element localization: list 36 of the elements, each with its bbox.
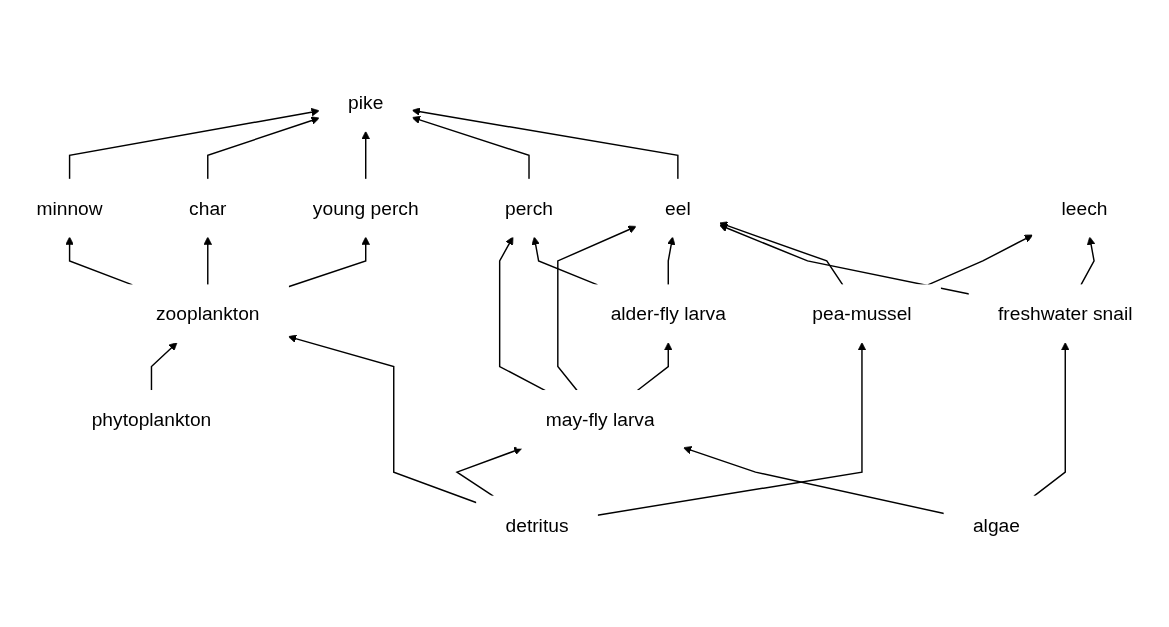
arrow bbox=[68, 107, 320, 180]
arrow bbox=[455, 446, 523, 497]
node-text: eel bbox=[665, 197, 691, 219]
arrow bbox=[1033, 341, 1070, 497]
arrow bbox=[411, 115, 530, 180]
node-text: minnow bbox=[36, 197, 103, 219]
node-text: young perch bbox=[312, 197, 419, 219]
arrow bbox=[203, 236, 212, 286]
arrow bbox=[667, 236, 676, 286]
arrow bbox=[498, 236, 547, 392]
node-text: zooplankton bbox=[155, 302, 260, 325]
arrow bbox=[636, 341, 673, 392]
arrow bbox=[557, 225, 637, 392]
node-text: freshwater snail bbox=[998, 302, 1133, 325]
arrow bbox=[683, 445, 945, 514]
arrow bbox=[207, 116, 320, 180]
arrow bbox=[1080, 236, 1096, 286]
arrow bbox=[288, 334, 478, 504]
node-text: pike bbox=[348, 91, 384, 113]
arrow bbox=[411, 107, 679, 180]
arrow bbox=[287, 236, 370, 288]
arrow bbox=[719, 223, 970, 295]
node-text: algae bbox=[972, 514, 1020, 536]
arrow bbox=[361, 130, 370, 180]
arrow bbox=[596, 341, 867, 516]
arrow bbox=[927, 234, 1034, 286]
node-text: perch bbox=[504, 197, 554, 219]
node-text: may-fly larva bbox=[545, 408, 655, 430]
arrow bbox=[719, 221, 844, 286]
node-text: alder-fly larva bbox=[610, 302, 726, 325]
node-text: leech bbox=[1061, 197, 1108, 219]
node-text: detritus bbox=[505, 514, 569, 536]
node-text: phytoplankton bbox=[91, 408, 212, 430]
node-text: pea-mussel bbox=[812, 302, 912, 325]
arrow bbox=[150, 341, 178, 392]
node-text: char bbox=[189, 197, 227, 219]
